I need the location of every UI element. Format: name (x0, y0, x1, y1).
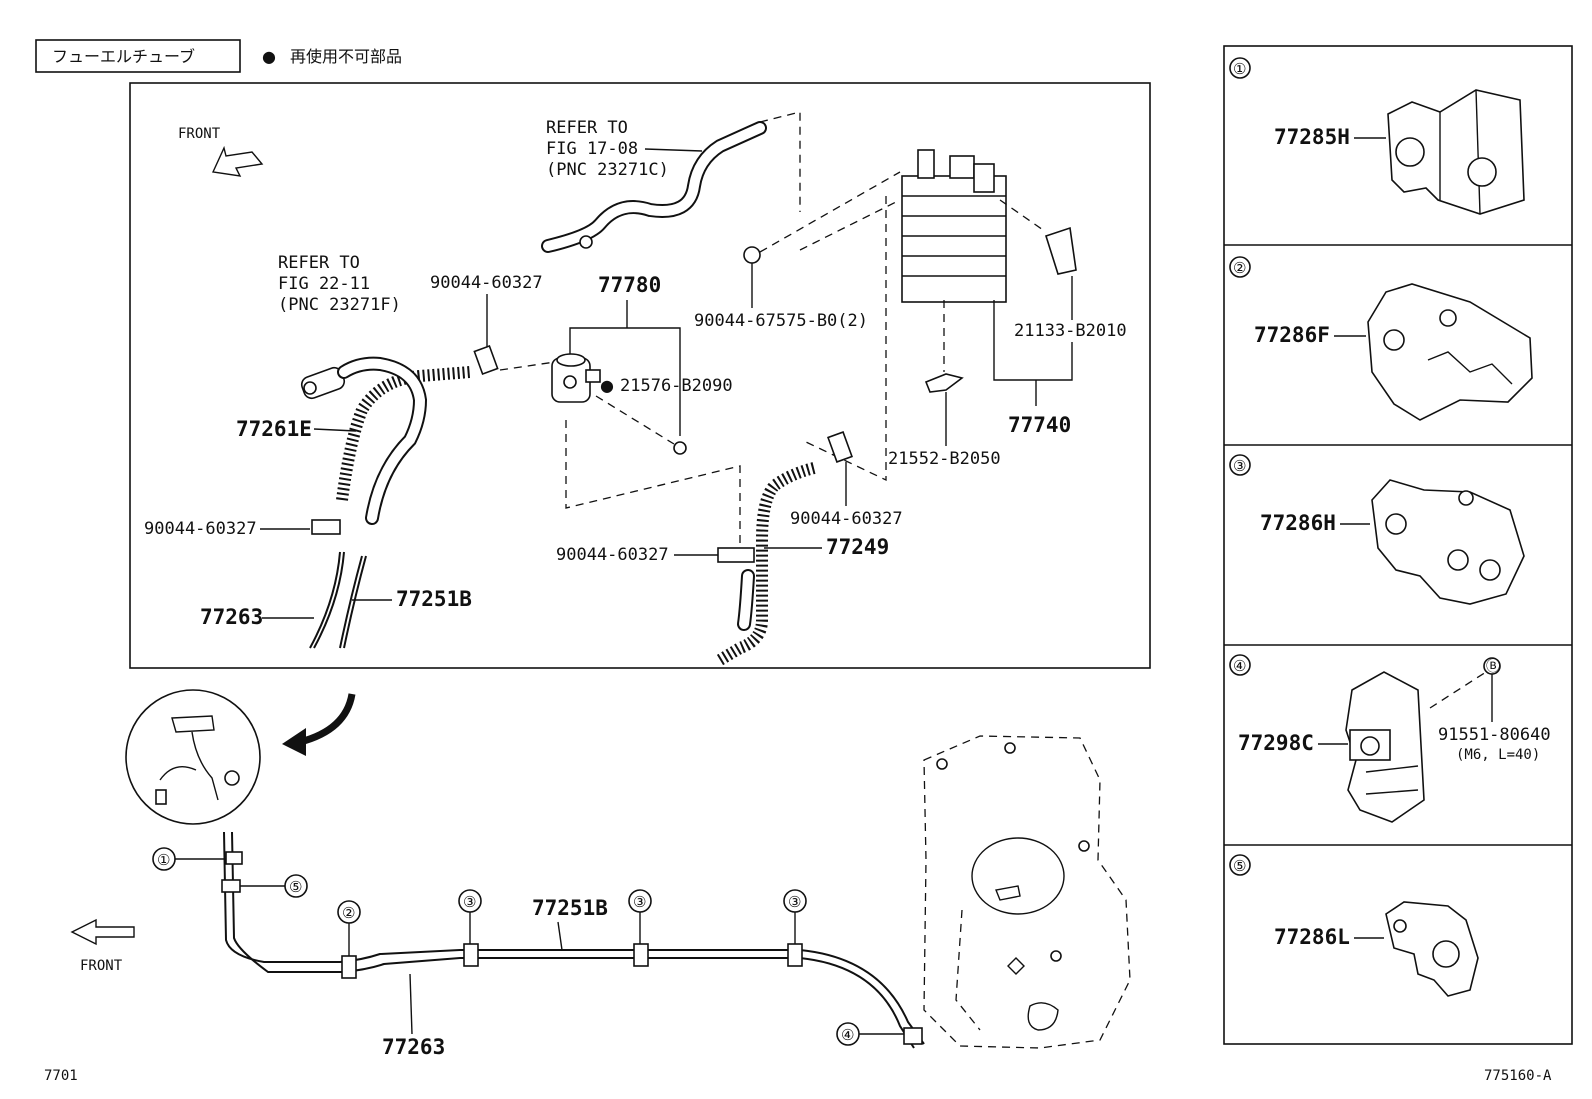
svg-text:⑤: ⑤ (289, 878, 302, 896)
svg-text:③: ③ (1233, 457, 1246, 475)
canister-77740 (901, 149, 1007, 303)
clamp-77286H-icon (1371, 479, 1525, 605)
clamp-marker-3a (463, 943, 479, 967)
magnifier-circle (125, 689, 261, 825)
label-77251B-overview: 77251B (532, 896, 608, 920)
clamp-row-4: ④ 77298C Ⓑ 91551-80640 (M6, L=40) (1229, 654, 1551, 823)
clamp-table-frame (1223, 45, 1573, 1045)
footer-right-code: 775160-A (1484, 1068, 1552, 1084)
detail-frame (129, 82, 1151, 669)
overview-panel: FRONT ① ⑤ ② ③ (70, 689, 1131, 1059)
svg-text:③: ③ (633, 893, 646, 911)
clamp-marker-3b (633, 943, 649, 967)
callout-1: ① (152, 847, 226, 871)
clamp-row-1: ① 77285H (1229, 57, 1525, 215)
pipe-77251B (223, 831, 925, 1045)
cap-21133 (1045, 226, 1077, 275)
refer-a-line3: (PNC 23271C) (546, 160, 669, 180)
label-77263-detail: 77263 (200, 605, 263, 629)
clamp-77286F-icon (1367, 283, 1533, 421)
title-text: フューエルチューブ (52, 47, 195, 66)
header: フューエルチューブ ● 再使用不可部品 (35, 39, 402, 73)
label-77251B-detail: 77251B (396, 587, 472, 611)
label-bolt-spec: (M6, L=40) (1456, 747, 1540, 763)
label-21576-B2090: 21576-B2090 (620, 376, 733, 396)
label-77249: 77249 (826, 535, 889, 559)
refer-b-line3: (PNC 23271F) (278, 295, 401, 315)
title-box (35, 39, 241, 73)
label-77286F: 77286F (1254, 323, 1330, 347)
grommet-21576 (673, 441, 687, 455)
fuel-tank (923, 735, 1131, 1049)
label-77263-overview: 77263 (382, 1035, 445, 1059)
clamp-table: ① 77285H ② 77286F ③ 77286H (1223, 45, 1573, 1045)
bolt-ref-letter: Ⓑ (1486, 659, 1500, 675)
clip-90044-mid (717, 547, 755, 563)
clamp-row-2: ② 77286F (1229, 256, 1533, 421)
label-90044-60327-left: 90044-60327 (144, 519, 257, 539)
refer-b-line1: REFER TO (278, 253, 360, 273)
svg-text:④: ④ (841, 1026, 854, 1044)
callout-3a: ③ (458, 889, 482, 944)
label-90044-60327-top: 90044-60327 (430, 273, 543, 293)
footer-left-code: 7701 (44, 1068, 78, 1084)
label-77285H: 77285H (1274, 125, 1350, 149)
label-77740: 77740 (1008, 413, 1071, 437)
zoom-arrow-icon (299, 693, 356, 746)
label-77780: 77780 (598, 273, 661, 297)
tube-77251B (339, 555, 363, 649)
legend-dot: ● (262, 47, 276, 66)
callout-4: ④ (836, 1022, 904, 1046)
callout-3c: ③ (783, 889, 807, 944)
hose-77249 (716, 462, 816, 666)
refer-b-line2: FIG 22-11 (278, 274, 370, 294)
label-90044-67575: 90044-67575-B0(2) (694, 311, 868, 331)
label-77286L: 77286L (1274, 925, 1350, 949)
clamp-marker-3c (787, 943, 803, 967)
svg-text:②: ② (1233, 259, 1246, 277)
front-label-detail: FRONT (178, 126, 221, 142)
clamp-row-3: ③ 77286H (1229, 454, 1525, 605)
dot-21576: ● (600, 376, 614, 395)
label-77298C: 77298C (1238, 731, 1314, 755)
front-label-overview: FRONT (80, 958, 123, 974)
label-77261E: 77261E (236, 417, 312, 441)
label-21552-B2050: 21552-B2050 (888, 449, 1001, 469)
tube-77263 (309, 551, 341, 649)
svg-text:④: ④ (1233, 657, 1246, 675)
bolt-90044-67575 (743, 246, 761, 264)
refer-a-line2: FIG 17-08 (546, 139, 638, 159)
callout-3b: ③ (628, 889, 652, 944)
clip-90044-right (827, 431, 853, 463)
clamp-marker-2 (341, 955, 357, 979)
clamp-row-5: ⑤ 77286L (1229, 854, 1479, 997)
clamp-marker-5 (221, 879, 241, 893)
svg-text:③: ③ (463, 893, 476, 911)
label-90044-60327-mid: 90044-60327 (556, 545, 669, 565)
label-90044-60327-right: 90044-60327 (790, 509, 903, 529)
svg-text:②: ② (342, 904, 355, 922)
clip-90044-top (473, 344, 499, 376)
clamp-marker-4 (903, 1027, 923, 1045)
clamp-marker-1 (225, 851, 243, 865)
svg-text:③: ③ (788, 893, 801, 911)
refer-a-line1: REFER TO (546, 118, 628, 138)
bracket-21552 (924, 373, 964, 393)
pipe-77263 (231, 831, 915, 1049)
front-arrow-icon (211, 145, 264, 177)
svg-text:⑤: ⑤ (1233, 857, 1246, 875)
label-77286H: 77286H (1260, 511, 1336, 535)
clamp-77286L-icon (1385, 901, 1479, 997)
callout-2: ② (337, 900, 361, 956)
legend-text: 再使用不可部品 (290, 47, 402, 66)
svg-text:①: ① (157, 851, 170, 869)
callout-5: ⑤ (240, 874, 308, 898)
detail-panel: FRONT REFER TO FIG 17-08 (PNC 23271C) RE… (129, 82, 1151, 669)
label-21133-B2010: 21133-B2010 (1014, 321, 1127, 341)
svg-text:①: ① (1233, 60, 1246, 78)
label-91551-80640: 91551-80640 (1438, 725, 1551, 745)
clip-90044-left (311, 519, 341, 535)
front-arrow-left-icon (70, 918, 135, 946)
